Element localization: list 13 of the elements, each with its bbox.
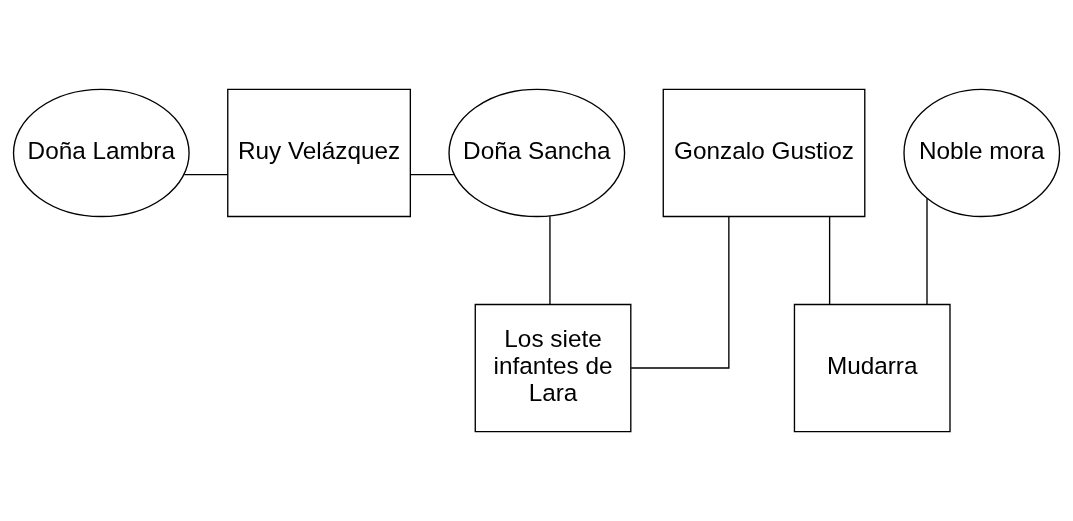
node-box: Los siete infantes de Lara <box>474 303 632 433</box>
node-box: Ruy Velázquez <box>227 88 412 218</box>
node-box: Gonzalo Gustioz <box>662 88 866 218</box>
connector <box>410 173 455 176</box>
node-box: Mudarra <box>793 303 951 433</box>
node-ellipse: Doña Lambra <box>12 88 190 218</box>
connector <box>183 173 229 176</box>
connector <box>630 216 730 369</box>
connector <box>549 215 551 306</box>
connector <box>828 216 831 305</box>
node-ellipse: Noble mora <box>903 88 1061 218</box>
node-ellipse: Doña Sancha <box>448 88 626 218</box>
connector <box>926 197 928 305</box>
